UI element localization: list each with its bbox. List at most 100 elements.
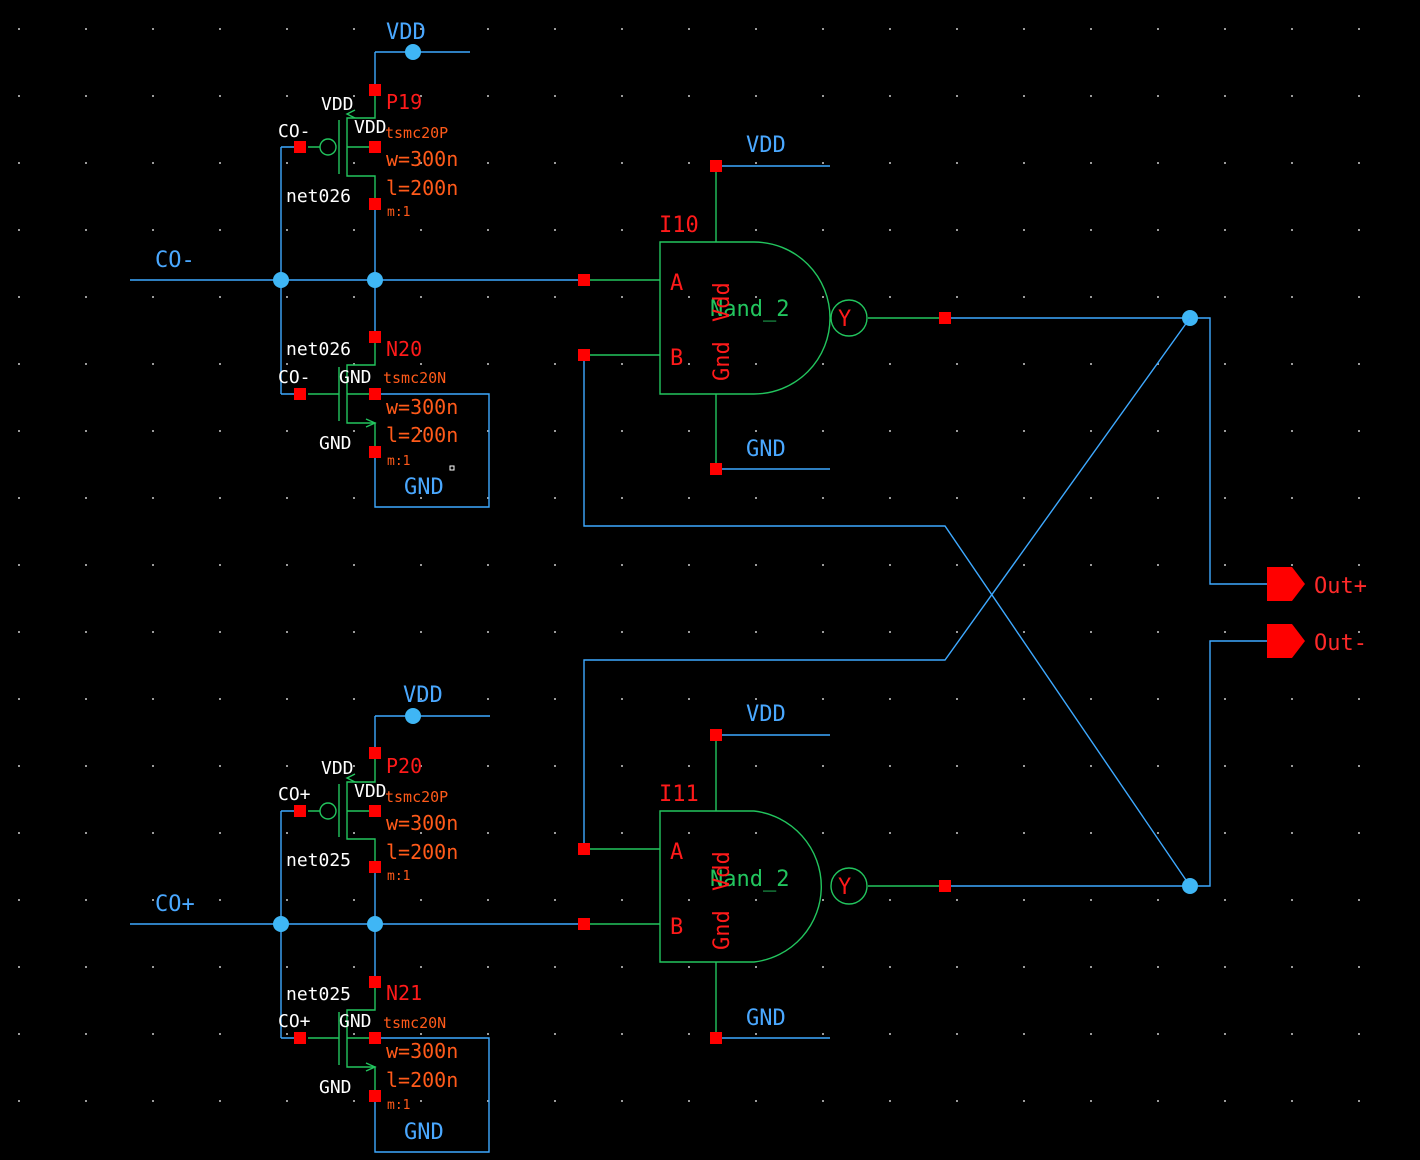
grid-dot: [1291, 229, 1293, 231]
pin-i10-a[interactable]: [578, 274, 590, 286]
junction-inv-bottom-out[interactable]: [367, 916, 383, 932]
pin-n21-gate[interactable]: [294, 1032, 306, 1044]
junction-i11-y[interactable]: [1182, 878, 1198, 894]
wire-i10-y-out[interactable]: [945, 317, 1270, 585]
grid-dot: [152, 95, 154, 97]
grid-dot: [152, 899, 154, 901]
port-out-minus-icon[interactable]: [1267, 624, 1305, 658]
grid-dot: [822, 1033, 824, 1035]
grid-dot: [956, 832, 958, 834]
pin-p20-gate[interactable]: [294, 805, 306, 817]
grid-dot: [487, 162, 489, 164]
grid-dot: [85, 832, 87, 834]
pin-p19-drain[interactable]: [369, 198, 381, 210]
grid-dot: [554, 162, 556, 164]
label-n20-name: N20: [386, 337, 422, 361]
grid-dot: [1291, 162, 1293, 164]
pin-n20-gate[interactable]: [294, 388, 306, 400]
grid-dot: [420, 430, 422, 432]
inverter-bottom[interactable]: CO+ VDD P20 VDD CO+ VDD tsmc20P w=300n l…: [130, 683, 584, 1153]
pin-p20-source[interactable]: [369, 747, 381, 759]
pin-n20-source[interactable]: [369, 446, 381, 458]
label-gnd-box-top: GND: [404, 475, 444, 500]
wire-i11-a-feedback[interactable]: [583, 317, 1191, 849]
grid-dot: [1291, 296, 1293, 298]
junction-vdd-top[interactable]: [405, 44, 421, 60]
port-out-plus-icon[interactable]: [1267, 567, 1305, 601]
pin-p20-drain[interactable]: [369, 861, 381, 873]
pin-p20-bulk[interactable]: [369, 805, 381, 817]
pmos-p20-symbol[interactable]: [308, 753, 376, 867]
grid-dot: [420, 162, 422, 164]
label-out-plus: Out+: [1314, 574, 1367, 599]
output-ports[interactable]: Out+ Out-: [1267, 567, 1367, 658]
pin-p19-bulk[interactable]: [369, 141, 381, 153]
pin-p19-source[interactable]: [369, 84, 381, 96]
pin-n20-drain[interactable]: [369, 331, 381, 343]
pin-i11-gnd[interactable]: [710, 1032, 722, 1044]
junction-vdd-bottom[interactable]: [405, 708, 421, 724]
grid-dot: [1291, 765, 1293, 767]
pin-n21-drain[interactable]: [369, 976, 381, 988]
pin-n21-source[interactable]: [369, 1090, 381, 1102]
grid-dot: [286, 363, 288, 365]
grid-dot: [621, 698, 623, 700]
nmos-n21-symbol[interactable]: [308, 982, 376, 1096]
pin-i10-vdd[interactable]: [710, 160, 722, 172]
pin-i11-vdd[interactable]: [710, 729, 722, 741]
nand-gate-i11[interactable]: VDD GND I11 A B Nand_2 Y Vdd Gnd: [578, 317, 1270, 1044]
grid-dot: [889, 1100, 891, 1102]
nand-i11-body[interactable]: [659, 810, 822, 963]
grid-dot: [487, 296, 489, 298]
grid-dot: [286, 564, 288, 566]
grid-dot: [1023, 430, 1025, 432]
grid-dot: [621, 631, 623, 633]
nmos-n20-symbol[interactable]: [308, 337, 376, 452]
grid-dot: [956, 296, 958, 298]
pin-i10-gnd[interactable]: [710, 463, 722, 475]
pin-p19-gate[interactable]: [294, 141, 306, 153]
grid-dot: [420, 1033, 422, 1035]
pin-i10-y[interactable]: [939, 312, 951, 324]
label-n21-m: m:1: [387, 1098, 410, 1113]
pmos-p19-symbol[interactable]: [308, 90, 376, 204]
grid-dot: [152, 966, 154, 968]
junction-co-plus[interactable]: [273, 916, 289, 932]
grid-dot: [688, 1033, 690, 1035]
wire-gnd-box-top[interactable]: [374, 393, 490, 508]
pin-n20-bulk[interactable]: [369, 388, 381, 400]
grid-dot: [889, 229, 891, 231]
pmos-p20-arrow: [345, 773, 356, 783]
pin-i11-b[interactable]: [578, 918, 590, 930]
wire-i10-b-feedback[interactable]: [583, 355, 1191, 887]
pin-i11-y[interactable]: [939, 880, 951, 892]
junction-co-minus[interactable]: [273, 272, 289, 288]
junction-inv-top-out[interactable]: [367, 272, 383, 288]
pin-n21-bulk[interactable]: [369, 1032, 381, 1044]
grid-dot: [1291, 698, 1293, 700]
label-i10-instance: I10: [659, 213, 699, 238]
pin-i11-a[interactable]: [578, 843, 590, 855]
grid-dot: [1023, 28, 1025, 30]
grid-dot: [554, 229, 556, 231]
inverter-top[interactable]: CO- VDD P19 VDD CO- VDD tsmc20P w=300n l…: [130, 20, 584, 508]
grid-dot: [956, 363, 958, 365]
nand-i10-body[interactable]: [659, 241, 831, 395]
label-net025-upper: net025: [286, 850, 351, 871]
wire-i11-y-out[interactable]: [945, 640, 1270, 887]
grid-dot: [1358, 497, 1360, 499]
grid-dot: [621, 296, 623, 298]
grid-dot: [1358, 28, 1360, 30]
pin-i10-b[interactable]: [578, 349, 590, 361]
nand-gate-i10[interactable]: VDD GND I10 A B Nand_2 Y Vdd Gnd: [578, 133, 1270, 887]
grid-dot: [1291, 95, 1293, 97]
grid-dot: [1090, 296, 1092, 298]
grid-dot: [1090, 1033, 1092, 1035]
gnd-box-marker: [449, 465, 455, 471]
grid-dot: [755, 95, 757, 97]
wire-gnd-box-bottom[interactable]: [374, 1037, 490, 1153]
label-p19-w: w=300n: [386, 147, 458, 171]
label-i11-vdd: VDD: [746, 702, 786, 727]
grid-dot: [219, 430, 221, 432]
